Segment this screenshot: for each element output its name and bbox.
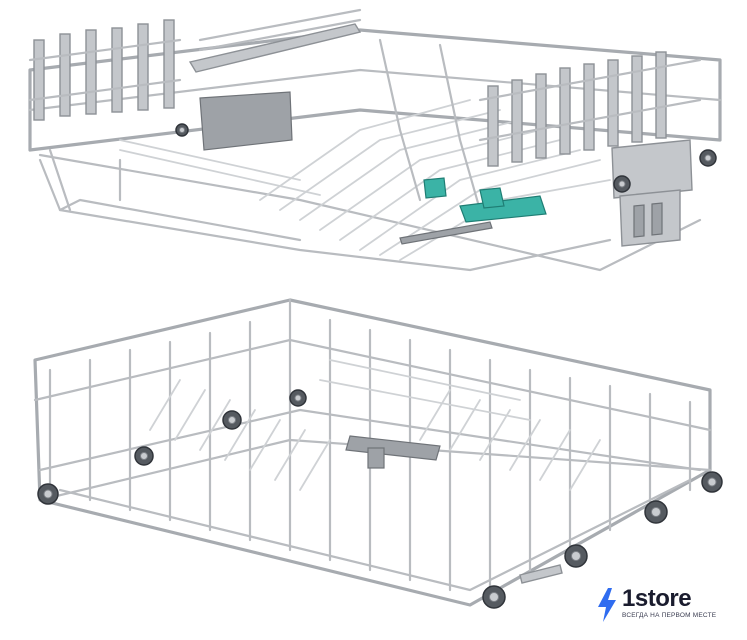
brand-logo: 1store ВСЕГДА НА ПЕРВОМ МЕСТЕ	[596, 585, 716, 626]
lower-rail-clip	[519, 564, 563, 584]
lower-basket	[33, 298, 723, 609]
brand-tagline: ВСЕГДА НА ПЕРВОМ МЕСТЕ	[622, 612, 717, 619]
lightning-bolt-icon	[598, 588, 616, 622]
upper-cup-shelf	[188, 8, 362, 73]
brand-name: 1store	[622, 585, 692, 612]
upper-rail	[399, 221, 493, 245]
lower-center-clip	[345, 435, 441, 469]
upper-left-tine-rack	[28, 19, 182, 121]
upper-height-adjuster	[611, 139, 717, 247]
upper-basket	[28, 8, 722, 272]
upper-right-tine-rack	[478, 51, 702, 167]
lower-basket-wheels	[37, 389, 723, 609]
lower-plate-tines	[149, 359, 601, 491]
upper-teal-holder	[423, 177, 547, 223]
upper-center-bracket	[175, 91, 293, 151]
